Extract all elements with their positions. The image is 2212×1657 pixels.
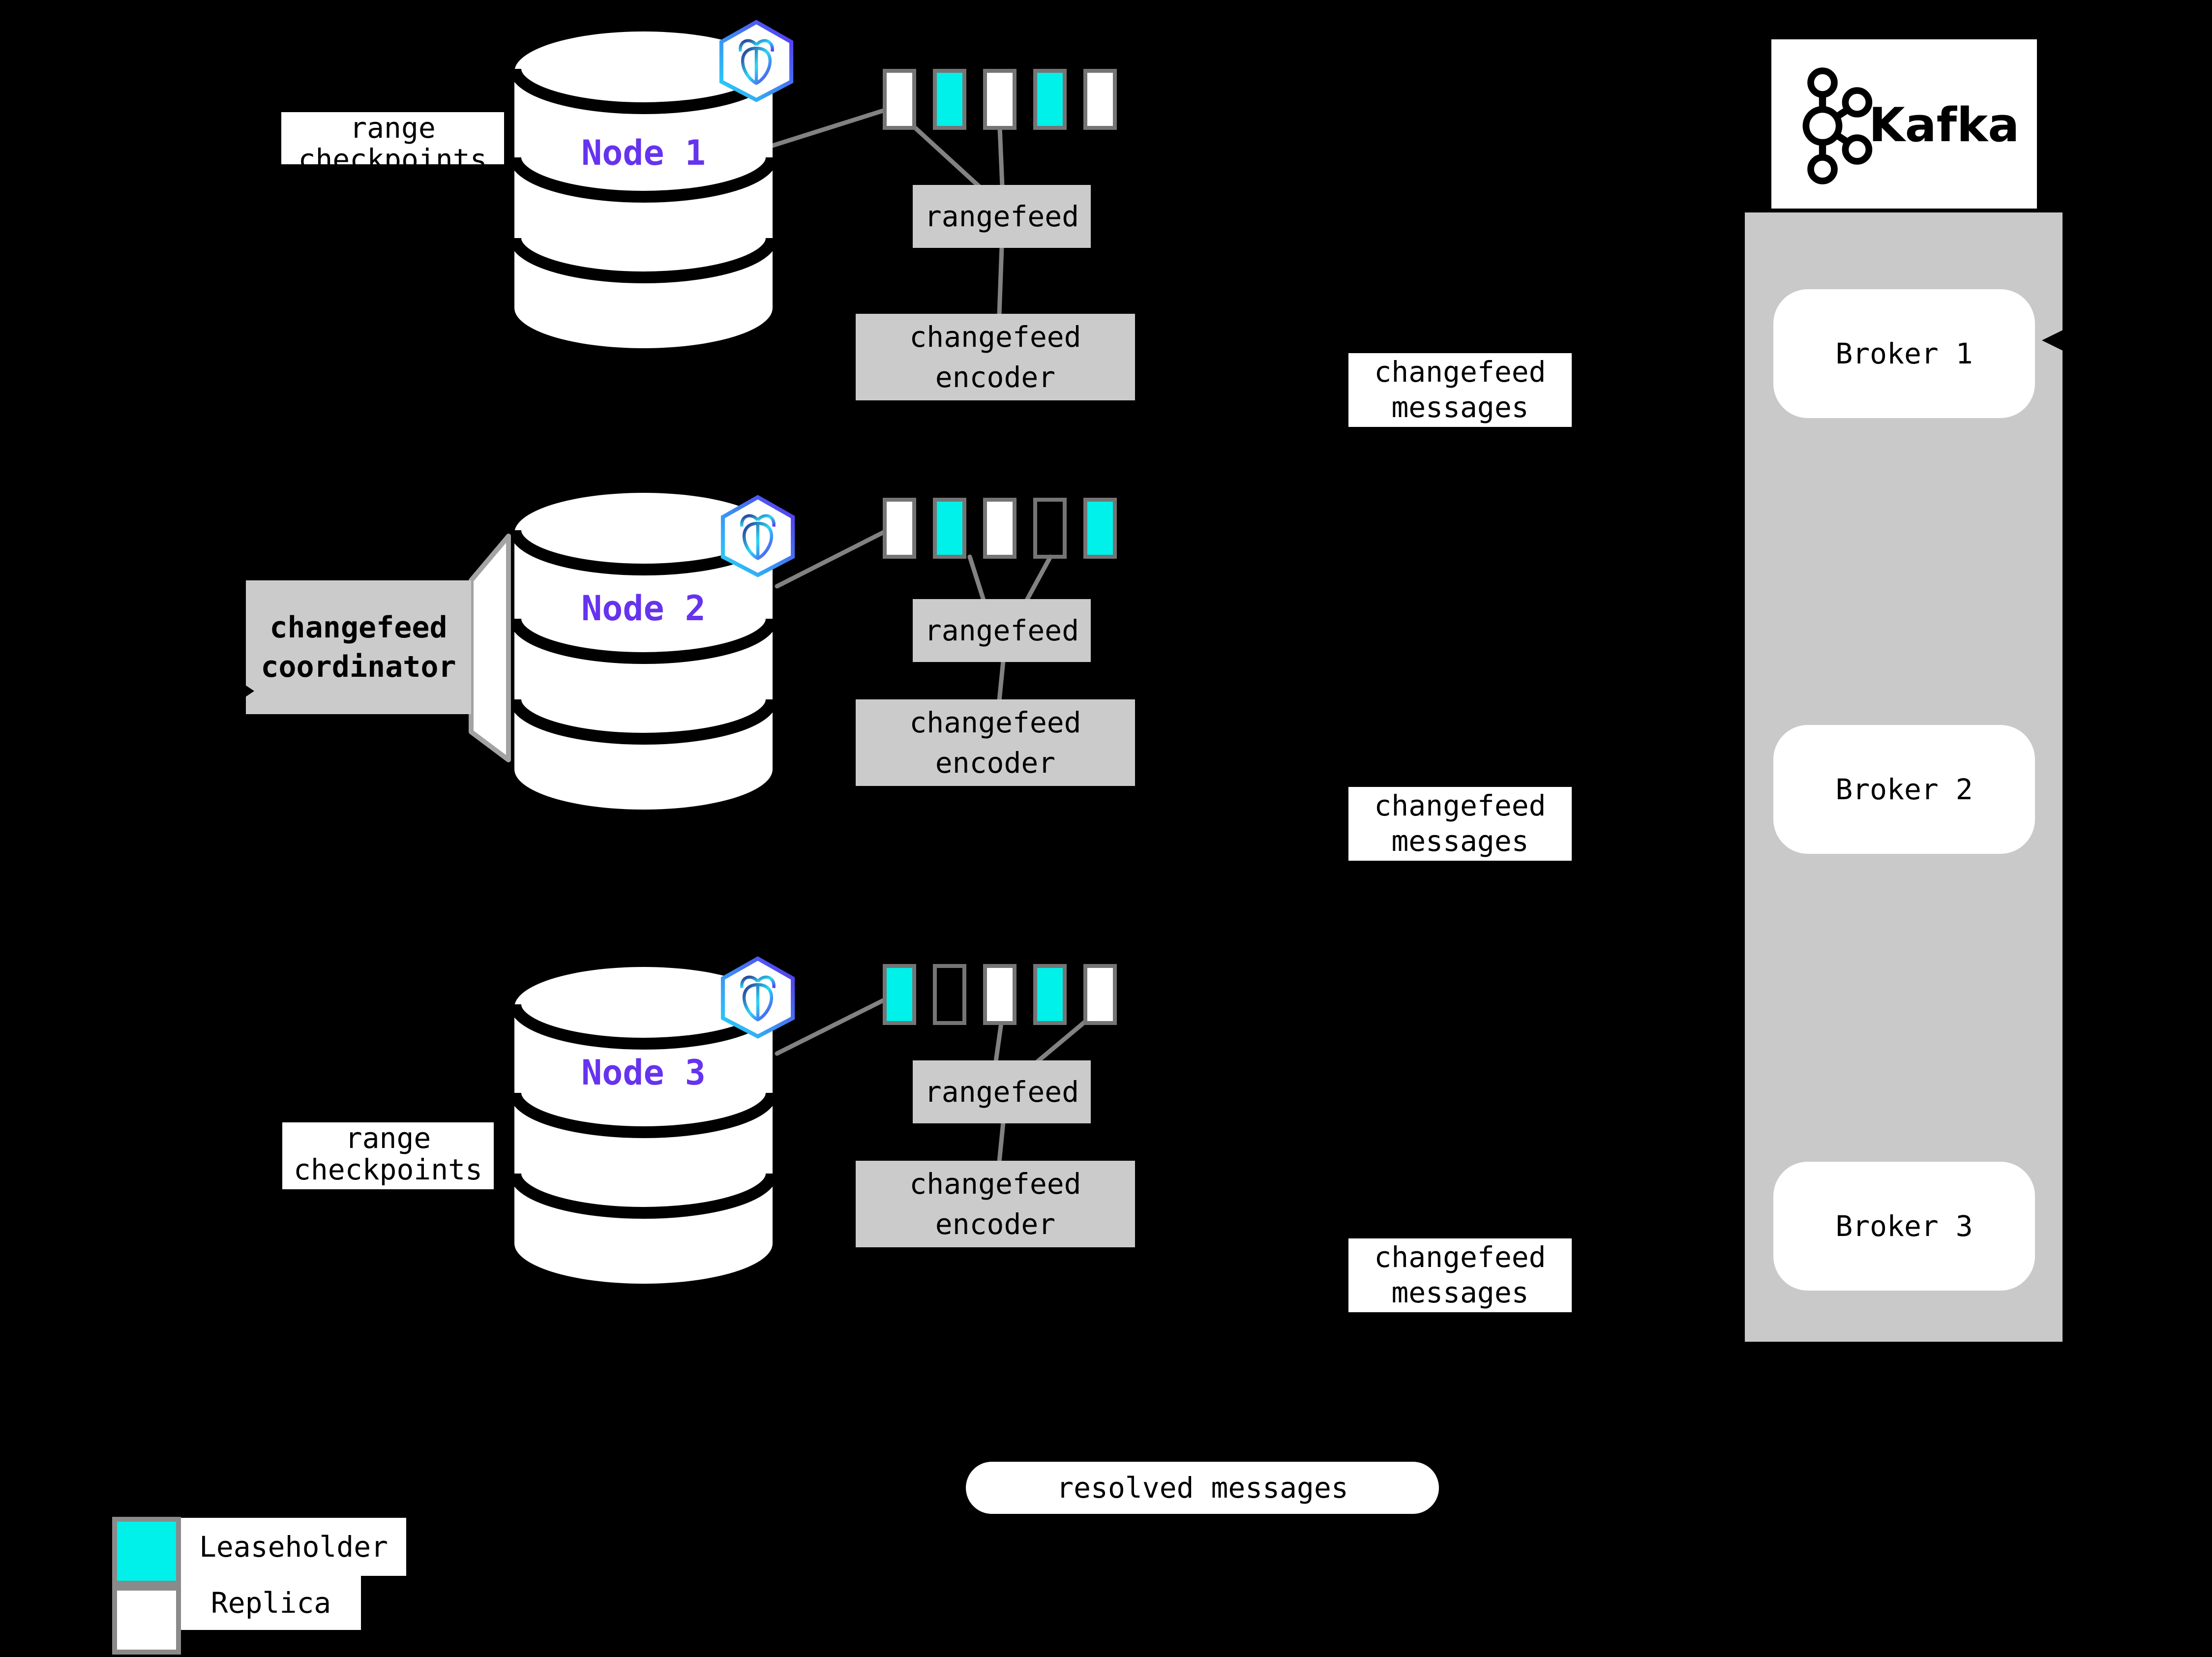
range-square [1083, 964, 1117, 1025]
node1-label: Node 1 [581, 133, 706, 173]
cockroachdb-icon [720, 495, 795, 577]
legend-replica-swatch [112, 1586, 181, 1655]
range-square [1033, 69, 1067, 130]
changefeed-coordinator-label: changefeed coordinator [246, 580, 471, 714]
encoder-line1: changefeed [909, 320, 1081, 354]
messages-line2: messages [1391, 391, 1529, 424]
coordinator-line1: changefeed [269, 610, 448, 645]
changefeed-encoder-box: changefeed encoder [856, 699, 1135, 786]
messages-line1: changefeed [1374, 355, 1546, 389]
changefeed-messages-label: changefeed messages [1348, 353, 1572, 427]
broker-2: Broker 2 [1773, 725, 2035, 854]
changefeed-messages-label: changefeed messages [1348, 1238, 1572, 1312]
range-square [983, 964, 1016, 1025]
broker-1: Broker 1 [1773, 289, 2035, 418]
rangefeed-box: rangefeed [913, 185, 1091, 248]
changefeed-encoder-box: changefeed encoder [856, 314, 1135, 400]
coordinator-line2: coordinator [261, 650, 456, 684]
encoder-line2: encoder [935, 361, 1056, 394]
cockroachdb-icon [720, 956, 795, 1039]
cockroachdb-icon [719, 20, 794, 102]
encoder-line1: changefeed [909, 1167, 1081, 1201]
range-square [933, 964, 966, 1025]
node1-database-cylinder [514, 31, 773, 348]
kafka-brokers-container: Broker 1 Broker 2 Broker 3 [1745, 212, 2063, 1342]
rangefeed-box: rangefeed [913, 599, 1091, 662]
node2-label: Node 2 [581, 588, 706, 629]
changefeed-messages-label: changefeed messages [1348, 787, 1572, 861]
range-square [1033, 498, 1067, 559]
range-square [983, 69, 1016, 130]
legend-leaseholder-label: Leaseholder [181, 1518, 406, 1576]
messages-line2: messages [1391, 824, 1529, 858]
range-square [933, 69, 966, 130]
kafka-logo-icon [1802, 67, 1873, 184]
range-square [1083, 498, 1117, 559]
rangefeed-box: rangefeed [913, 1060, 1091, 1123]
node3-label: Node 3 [581, 1053, 706, 1093]
resolved-messages-label: resolved messages [966, 1462, 1439, 1514]
messages-line2: messages [1391, 1276, 1529, 1309]
range-checkpoints-label: range checkpoints [281, 112, 504, 164]
range-checkpoints-line1: range [345, 1122, 431, 1155]
range-square [1083, 69, 1117, 130]
broker-3: Broker 3 [1773, 1162, 2035, 1291]
range-square [883, 964, 916, 1025]
range-square [1033, 964, 1067, 1025]
encoder-line2: encoder [935, 1207, 1056, 1241]
range-checkpoints-line2: checkpoints [293, 1153, 483, 1186]
range-square [983, 498, 1016, 559]
messages-line1: changefeed [1374, 789, 1546, 822]
range-checkpoints-line2: checkpoints [298, 143, 487, 164]
gray-connectors [770, 108, 1088, 1164]
messages-line1: changefeed [1374, 1240, 1546, 1274]
kafka-title: Kafka [1869, 98, 2020, 152]
range-checkpoints-label: range checkpoints [282, 1122, 494, 1189]
range-square [933, 498, 966, 559]
range-checkpoints-line1: range [350, 112, 436, 145]
legend-leaseholder-swatch [112, 1517, 181, 1586]
range-square [883, 69, 916, 130]
coordinator-flag-shape [469, 534, 511, 762]
changefeed-encoder-box: changefeed encoder [856, 1161, 1135, 1247]
range-square [883, 498, 916, 559]
legend-replica-label: Replica [181, 1576, 361, 1630]
encoder-line1: changefeed [909, 706, 1081, 739]
encoder-line2: encoder [935, 746, 1056, 780]
